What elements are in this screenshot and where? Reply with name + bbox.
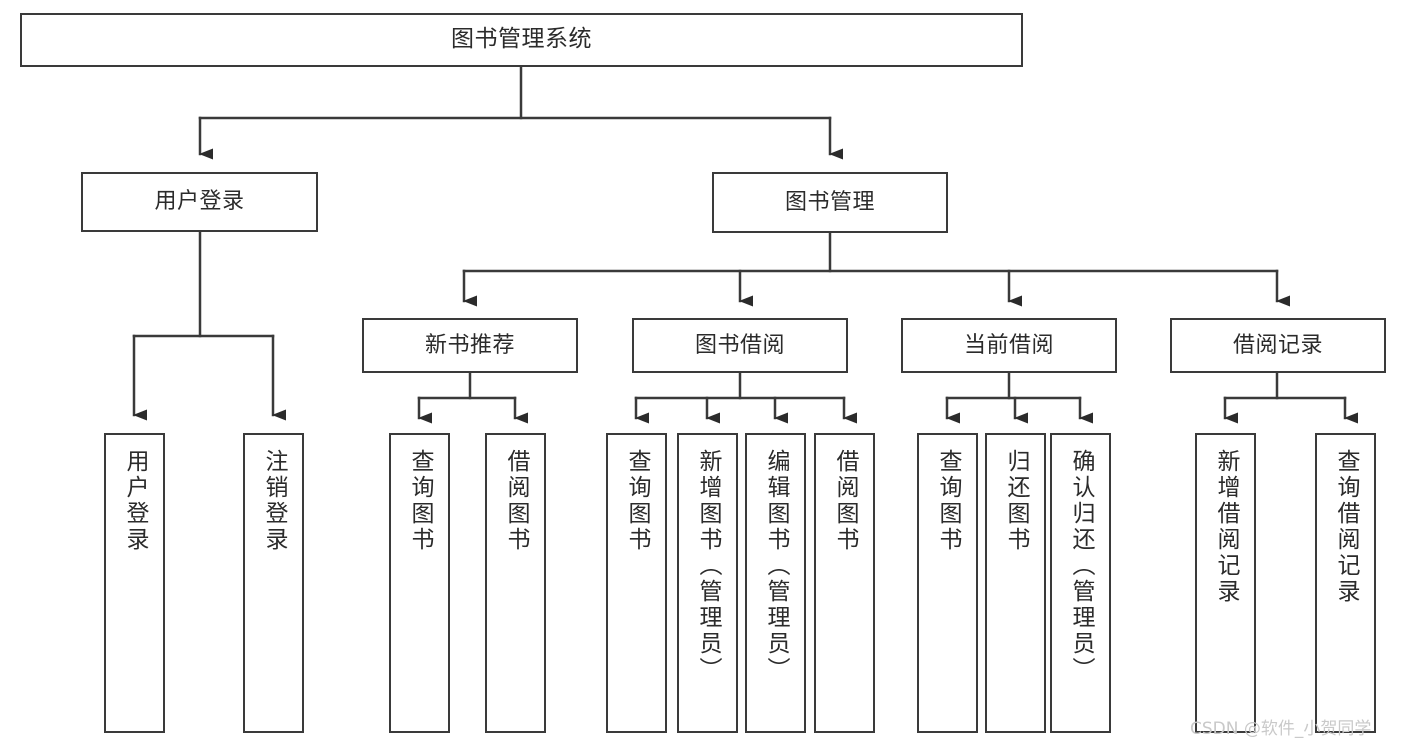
leaf-add-book-admin[interactable]: 新增图书（管理员） bbox=[677, 433, 738, 733]
node-label: 借阅记录 bbox=[1232, 332, 1323, 358]
node-label: 查询借阅记录 bbox=[1333, 449, 1359, 605]
node-label: 新增图书（管理员） bbox=[695, 449, 721, 683]
node-label: 借阅图书 bbox=[832, 449, 858, 553]
node-label: 注销登录 bbox=[261, 449, 287, 553]
leaf-return-book[interactable]: 归还图书 bbox=[985, 433, 1046, 733]
node-label: 查询图书 bbox=[407, 449, 433, 553]
node-label: 编辑图书（管理员） bbox=[763, 449, 789, 683]
node-new-book-recommend[interactable]: 新书推荐 bbox=[362, 318, 578, 373]
leaf-query-book-borrow[interactable]: 查询图书 bbox=[606, 433, 667, 733]
leaf-confirm-return-admin[interactable]: 确认归还（管理员） bbox=[1050, 433, 1111, 733]
node-label: 用户登录 bbox=[122, 449, 148, 553]
node-root-book-management-system[interactable]: 图书管理系统 bbox=[20, 13, 1023, 67]
leaf-add-borrow-record[interactable]: 新增借阅记录 bbox=[1195, 433, 1256, 733]
node-label: 确认归还（管理员） bbox=[1068, 449, 1094, 683]
node-user-login[interactable]: 用户登录 bbox=[81, 172, 318, 232]
leaf-query-book-recommend[interactable]: 查询图书 bbox=[389, 433, 450, 733]
leaf-query-borrow-record[interactable]: 查询借阅记录 bbox=[1315, 433, 1376, 733]
leaf-user-login[interactable]: 用户登录 bbox=[104, 433, 165, 733]
node-label: 当前借阅 bbox=[963, 332, 1054, 358]
leaf-edit-book-admin[interactable]: 编辑图书（管理员） bbox=[745, 433, 806, 733]
node-label: 用户登录 bbox=[154, 189, 245, 215]
node-label: 查询图书 bbox=[935, 449, 961, 553]
node-label: 图书管理 bbox=[784, 189, 875, 215]
csdn-watermark: CSDN @软件_小贺同学 bbox=[1190, 719, 1372, 739]
node-label: 借阅图书 bbox=[503, 449, 529, 553]
leaf-logout-login[interactable]: 注销登录 bbox=[243, 433, 304, 733]
node-book-management[interactable]: 图书管理 bbox=[712, 172, 948, 233]
node-label: 查询图书 bbox=[624, 449, 650, 553]
node-current-borrow[interactable]: 当前借阅 bbox=[901, 318, 1117, 373]
node-book-borrow[interactable]: 图书借阅 bbox=[632, 318, 848, 373]
node-label: 图书借阅 bbox=[694, 332, 785, 358]
leaf-borrow-book-borrow[interactable]: 借阅图书 bbox=[814, 433, 875, 733]
leaf-borrow-book-recommend[interactable]: 借阅图书 bbox=[485, 433, 546, 733]
node-label: 新书推荐 bbox=[424, 332, 515, 358]
node-borrow-record[interactable]: 借阅记录 bbox=[1170, 318, 1386, 373]
node-label: 图书管理系统 bbox=[451, 26, 592, 53]
leaf-query-book-current[interactable]: 查询图书 bbox=[917, 433, 978, 733]
node-label: 新增借阅记录 bbox=[1213, 449, 1239, 605]
node-label: 归还图书 bbox=[1003, 449, 1029, 553]
